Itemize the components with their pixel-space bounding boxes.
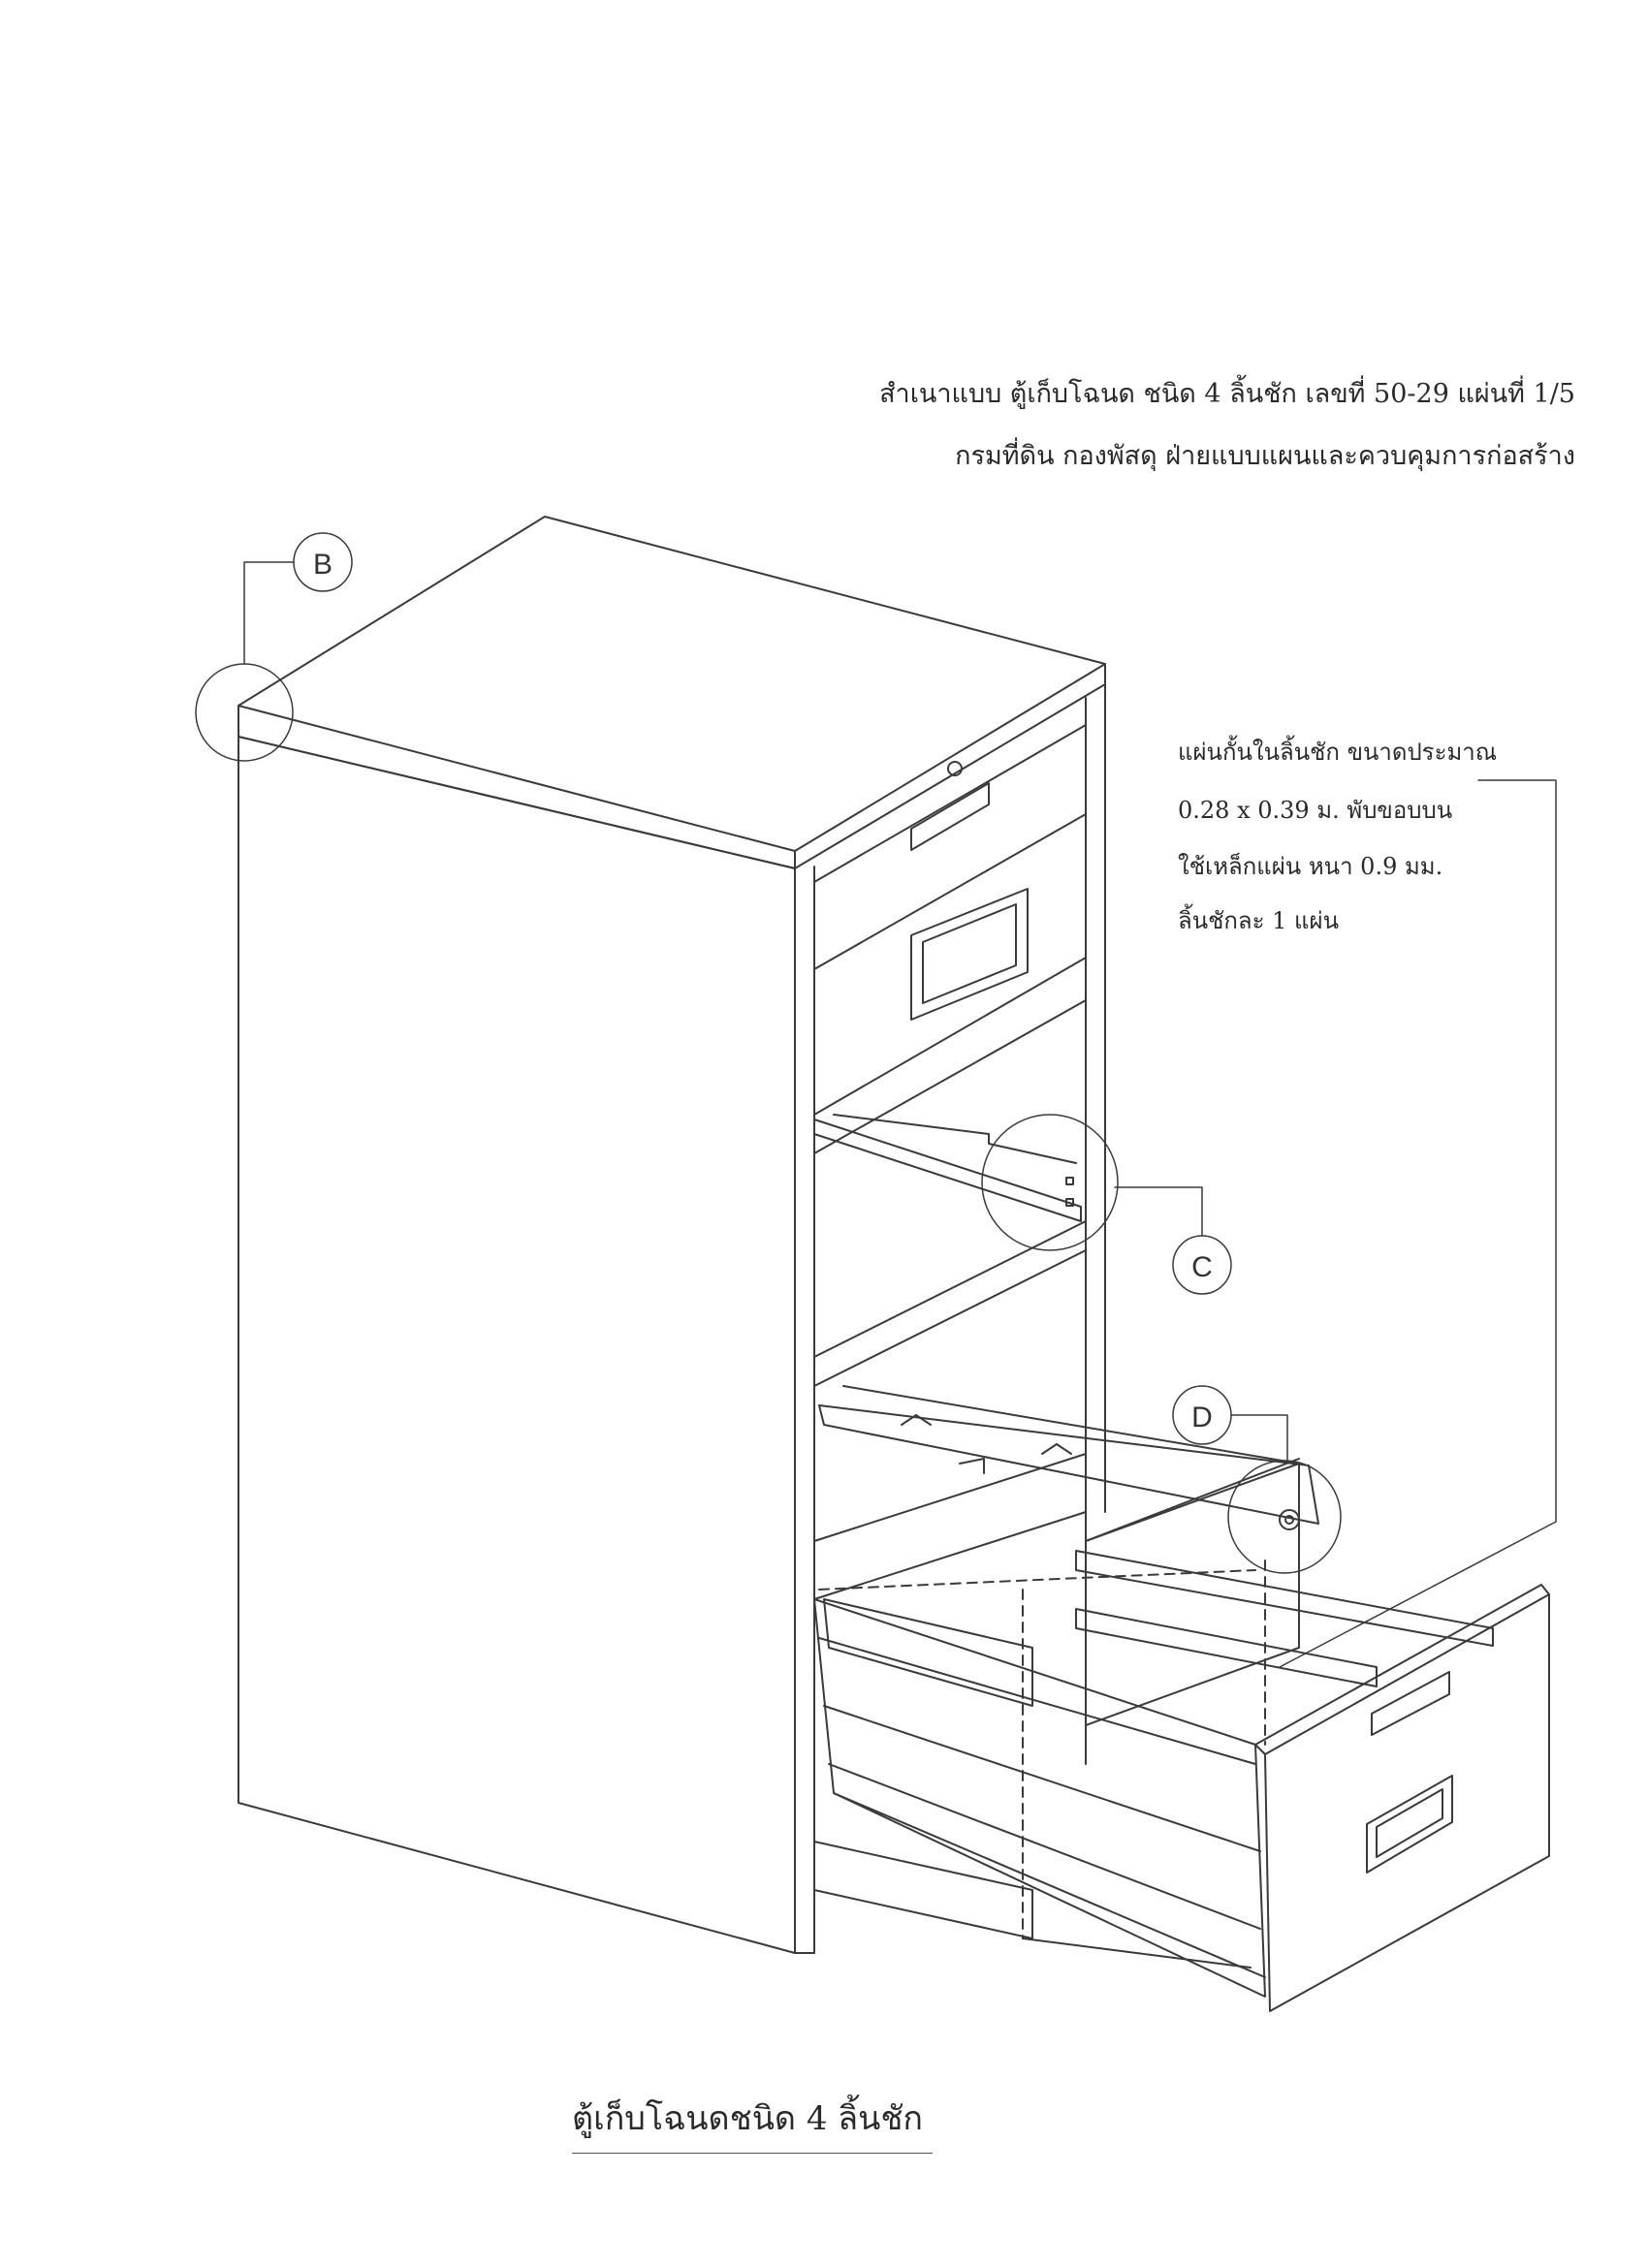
divider-note-line-3: ใช้เหล็กแผ่น หนา 0.9 มม. <box>1178 853 1443 880</box>
callout-c-label: C <box>1191 1251 1213 1283</box>
divider-note-line-4: ลิ้นชักละ 1 แผ่น <box>1178 907 1339 934</box>
callout-d-label: D <box>1191 1402 1213 1433</box>
bottom-drawer-label-holder <box>1371 1671 1450 1736</box>
caption-underline <box>572 2153 933 2154</box>
top-drawer-label-holder <box>910 782 990 851</box>
divider-note-line-1: แผ่นกั้นในลิ้นชัก ขนาดประมาณ <box>1178 739 1498 766</box>
callout-d: D <box>1172 1385 1342 1574</box>
second-compartment <box>813 957 1087 1222</box>
lock-icon <box>947 761 963 776</box>
drawer-side-wall <box>813 1598 1266 1998</box>
divider-note-line-2: 0.28 x 0.39 ม. พับขอบบน <box>1178 797 1453 824</box>
drawer-front-panel <box>1264 1593 1550 2012</box>
top-drawer <box>813 724 1087 1021</box>
callout-b: B <box>195 532 353 762</box>
drawer-rail-upper <box>813 1118 1082 1222</box>
cabinet-top <box>238 516 1106 852</box>
header-line-1: สำเนาแบบ ตู้เก็บโฉนด ชนิด 4 ลิ้นชัก เลขท… <box>879 379 1575 409</box>
drawer-rail-lower <box>818 1404 1319 1525</box>
callout-c: C <box>981 1114 1232 1295</box>
bottom-drawer <box>813 1453 1550 2012</box>
divider-note-leader <box>1279 779 1557 1668</box>
drawing-caption: ตู้เก็บโฉนดชนิด 4 ลิ้นชัก <box>572 2099 923 2138</box>
header-line-2: กรมที่ดิน กองพัสดุ ฝ่ายแบบแผนและควบคุมกา… <box>955 441 1575 471</box>
callout-b-label: B <box>313 549 333 581</box>
third-compartment <box>813 1220 1319 1530</box>
bottom-drawer-handle <box>1366 1775 1453 1874</box>
top-drawer-handle <box>910 888 1029 1021</box>
drawer-divider-plate <box>1085 1463 1300 1726</box>
cabinet-side-panel <box>238 736 796 1954</box>
cabinet-body <box>238 516 1106 1954</box>
file-rack-lower <box>1075 1608 1378 1687</box>
file-rack-upper <box>1075 1550 1494 1647</box>
